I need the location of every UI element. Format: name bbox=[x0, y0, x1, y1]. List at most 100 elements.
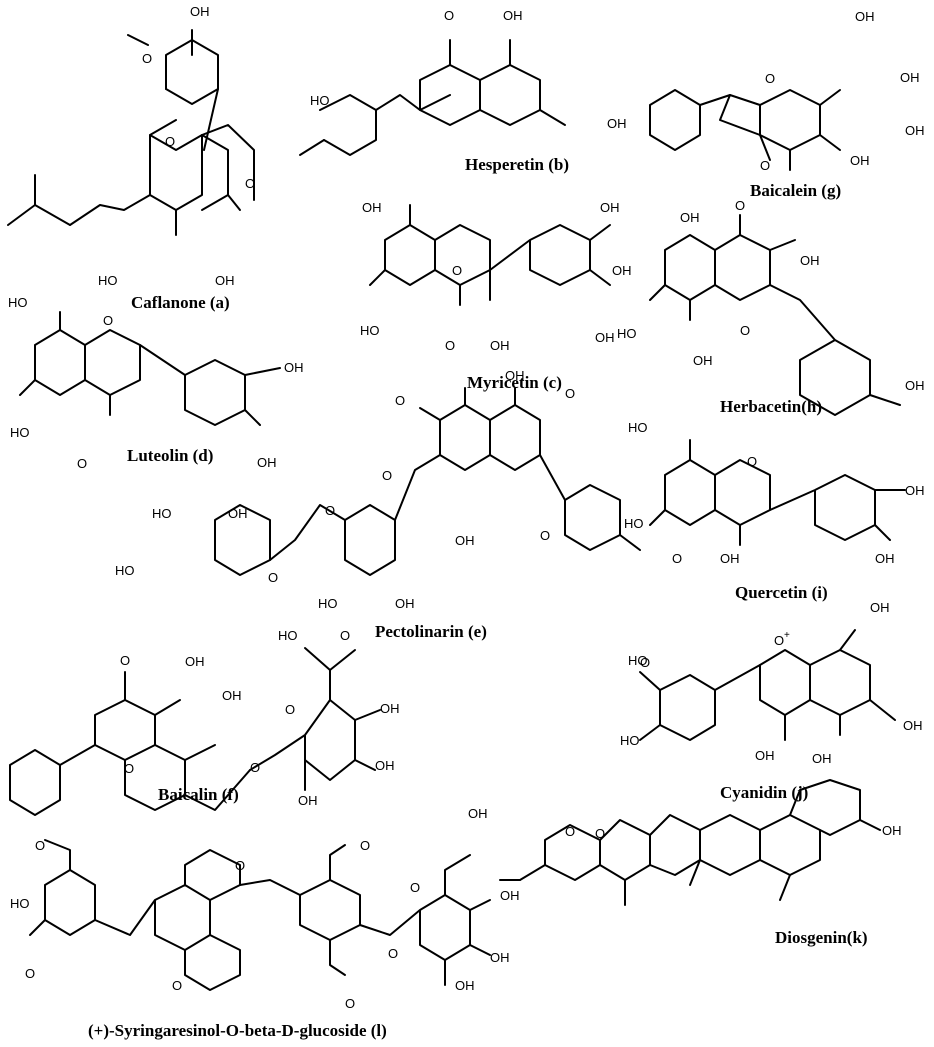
atom-label: OH bbox=[380, 701, 400, 716]
atom-label: O bbox=[77, 456, 87, 471]
atom-label: OH bbox=[755, 748, 775, 763]
atom-label: OH bbox=[812, 751, 832, 766]
atom-label: OH bbox=[455, 533, 475, 548]
compound-caption: Quercetin (i) bbox=[735, 583, 828, 602]
structure-cyanidin: OH O + OH OH OH HO HO Cyanidin (j) bbox=[620, 600, 923, 802]
atom-label: OH bbox=[505, 368, 525, 383]
atom-label: O bbox=[540, 528, 550, 543]
atom-label: HO bbox=[624, 516, 644, 531]
compound-caption: Caflanone (a) bbox=[131, 293, 230, 312]
atom-label: O bbox=[285, 702, 295, 717]
structure-quercetin: HO O OH OH HO O OH Quercetin (i) bbox=[624, 420, 925, 602]
structure-syringaresinol-glucoside: HO O O O O O O O O OH OH OH OH (+)-Syrin… bbox=[10, 806, 520, 1040]
atom-label: O bbox=[445, 338, 455, 353]
atom-label: O bbox=[103, 313, 113, 328]
atom-label: OH bbox=[362, 200, 382, 215]
atom-label: OH bbox=[490, 950, 510, 965]
atom-label: HO bbox=[617, 326, 637, 341]
atom-label: OH bbox=[600, 200, 620, 215]
charge-label: + bbox=[784, 630, 790, 641]
atom-label: O bbox=[452, 263, 462, 278]
atom-label: HO bbox=[115, 563, 135, 578]
atom-label: O bbox=[245, 176, 255, 191]
atom-label: OH bbox=[468, 806, 488, 821]
atom-label: OH bbox=[284, 360, 304, 375]
compound-caption: Myricetin (c) bbox=[467, 373, 562, 392]
atom-label: O bbox=[740, 323, 750, 338]
atom-label: OH bbox=[298, 793, 318, 808]
atom-label: O bbox=[595, 826, 605, 841]
atom-label: OH bbox=[882, 823, 902, 838]
atom-label: O bbox=[142, 51, 152, 66]
structure-baicalin: O OH OH O O O HO O OH OH OH Baicalin (f) bbox=[9, 628, 400, 816]
atom-label: O bbox=[124, 761, 134, 776]
atom-label: OH bbox=[607, 116, 627, 131]
atom-label: OH bbox=[503, 8, 523, 23]
structure-caflanone: OH O O O HO OH Caflanone (a) bbox=[7, 4, 255, 312]
atom-label: O bbox=[388, 946, 398, 961]
atom-label: O bbox=[747, 454, 757, 469]
atom-label: O bbox=[735, 198, 745, 213]
structure-diosgenin: O O OH Diosgenin(k) bbox=[499, 779, 902, 947]
compound-caption: Pectolinarin (e) bbox=[375, 622, 487, 641]
atom-label: O bbox=[765, 71, 775, 86]
atom-label: O bbox=[325, 503, 335, 518]
atom-label: O bbox=[395, 393, 405, 408]
atom-label: OH bbox=[490, 338, 510, 353]
atom-label: O bbox=[444, 8, 454, 23]
atom-label: OH bbox=[900, 70, 920, 85]
atom-label: OH bbox=[455, 978, 475, 993]
compound-caption: Baicalin (f) bbox=[158, 785, 239, 804]
compound-caption: Herbacetin(h) bbox=[720, 397, 822, 416]
compound-caption: Diosgenin(k) bbox=[775, 928, 868, 947]
atom-label: HO bbox=[10, 425, 30, 440]
atom-label: OH bbox=[222, 688, 242, 703]
atom-label: O bbox=[672, 551, 682, 566]
atom-label: OH bbox=[680, 210, 700, 225]
atom-label: OH bbox=[905, 378, 925, 393]
structure-baicalein: O OH OH OH OH O Baicalein (g) bbox=[649, 9, 925, 200]
atom-label: OH bbox=[500, 888, 520, 903]
atom-label: O bbox=[268, 570, 278, 585]
atom-label: HO bbox=[628, 653, 648, 668]
compound-caption: Luteolin (d) bbox=[127, 446, 213, 465]
atom-label: OH bbox=[855, 9, 875, 24]
atom-label: O bbox=[640, 655, 650, 670]
atom-label: OH bbox=[850, 153, 870, 168]
atom-label: OH bbox=[228, 506, 248, 521]
atom-label: HO bbox=[10, 896, 30, 911]
atom-label: OH bbox=[800, 253, 820, 268]
structure-myricetin: OH O OH OH OH HO O OH Myricetin (c) bbox=[360, 200, 632, 392]
structure-herbacetin: OH O OH HO O OH OH Herbacetin(h) bbox=[617, 198, 925, 416]
compound-caption: (+)-Syringaresinol-O-beta-D-glucoside (l… bbox=[88, 1021, 387, 1040]
atom-label: O bbox=[165, 134, 175, 149]
atom-label: OH bbox=[905, 123, 925, 138]
atom-label: HO bbox=[318, 596, 338, 611]
atom-label: O bbox=[382, 468, 392, 483]
atom-label: OH bbox=[720, 551, 740, 566]
atom-label: O bbox=[410, 880, 420, 895]
structure-pectolinarin: O OH O O O HO OH HO O O OH HO OH O Pecto… bbox=[115, 368, 650, 670]
atom-label: O bbox=[774, 633, 784, 648]
atom-label: O bbox=[565, 824, 575, 839]
atom-label: OH bbox=[215, 273, 235, 288]
atom-label: OH bbox=[612, 263, 632, 278]
atom-label: O bbox=[340, 628, 350, 643]
atom-label: O bbox=[120, 653, 130, 668]
atom-label: OH bbox=[185, 654, 205, 669]
atom-label: HO bbox=[310, 93, 330, 108]
atom-label: OH bbox=[190, 4, 210, 19]
atom-label: O bbox=[25, 966, 35, 981]
atom-label: O bbox=[360, 838, 370, 853]
atom-label: HO bbox=[620, 733, 640, 748]
structure-hesperetin: HO O OH OH Hesperetin (b) bbox=[299, 8, 627, 174]
atom-label: O bbox=[565, 386, 575, 401]
atom-label: OH bbox=[375, 758, 395, 773]
atom-label: HO bbox=[152, 506, 172, 521]
atom-label: OH bbox=[257, 455, 277, 470]
atom-label: HO bbox=[8, 295, 28, 310]
atom-label: O bbox=[35, 838, 45, 853]
compound-caption: Cyanidin (j) bbox=[720, 783, 808, 802]
atom-label: OH bbox=[903, 718, 923, 733]
